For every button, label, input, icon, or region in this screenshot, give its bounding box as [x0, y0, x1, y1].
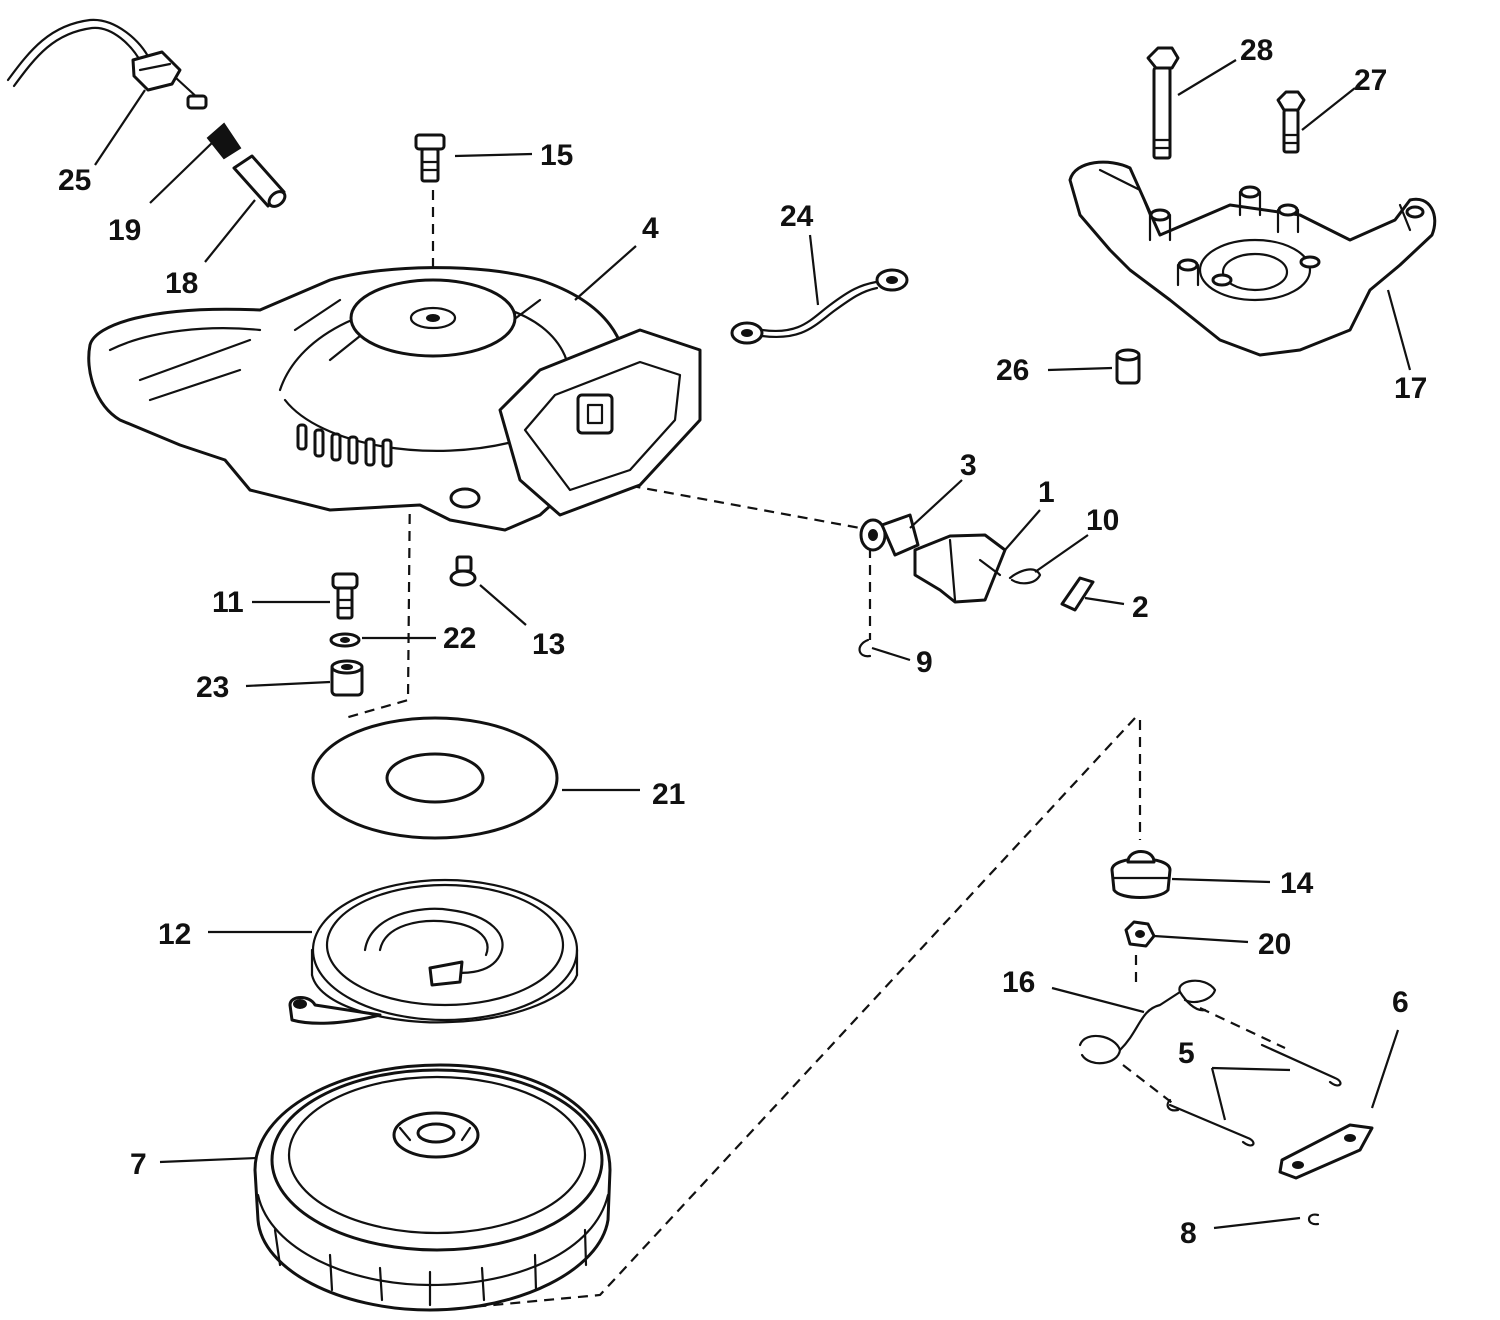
leader-lines [94, 59, 1412, 1230]
callout-9: 9 [916, 646, 933, 679]
callout-11: 11 [212, 586, 244, 619]
plate-part-2 [1060, 576, 1095, 612]
ground-wire-part-24 [730, 268, 909, 345]
rope-handle [498, 328, 702, 517]
callout-7: 7 [130, 1148, 147, 1181]
callout-27: 27 [1354, 64, 1387, 97]
plunger-part-18 [232, 154, 287, 208]
callout-28: 28 [1240, 34, 1273, 67]
callout-14: 14 [1280, 867, 1314, 900]
callout-26: 26 [996, 354, 1029, 387]
bolt-part-28 [1146, 46, 1180, 160]
screw-part-15 [414, 133, 446, 183]
callout-18: 18 [165, 267, 198, 300]
callout-25: 25 [58, 164, 91, 197]
callout-4: 4 [642, 212, 659, 245]
callout-3: 3 [960, 449, 977, 482]
dowel-part-26 [1115, 348, 1141, 385]
callout-15: 15 [540, 139, 573, 172]
callout-labels: 25 19 18 15 4 24 28 27 26 17 3 1 10 2 9 … [58, 34, 1427, 1250]
washer-part-22 [329, 632, 361, 648]
callout-23: 23 [196, 671, 229, 704]
pawl-part-6 [1278, 1123, 1374, 1180]
callout-2: 2 [1132, 591, 1149, 624]
callout-21: 21 [652, 778, 685, 811]
callout-5: 5 [1178, 1037, 1195, 1070]
callout-17: 17 [1394, 372, 1427, 405]
screw-part-13 [449, 555, 477, 587]
callout-12: 12 [158, 918, 191, 951]
callout-8: 8 [1180, 1217, 1197, 1250]
spring-part-19 [206, 122, 242, 160]
choke-cable-part-25 [6, 18, 208, 110]
bushing-part-23 [330, 659, 364, 697]
nut-part-20 [1124, 920, 1156, 948]
bolt-part-27 [1276, 90, 1306, 154]
cap-part-14 [1110, 850, 1172, 899]
pawl-spring-part-5 [1166, 1043, 1342, 1147]
pulley-part-7 [253, 1063, 612, 1312]
assembly-guide-lines [344, 190, 1286, 1312]
callout-22: 22 [443, 622, 476, 655]
callout-16: 16 [1002, 966, 1035, 999]
retaining-clip-part-9 [858, 638, 872, 658]
rewind-spring-part-12 [288, 878, 579, 1025]
callout-20: 20 [1258, 928, 1291, 961]
callout-6: 6 [1392, 986, 1409, 1019]
callout-10: 10 [1086, 504, 1119, 537]
callout-24: 24 [780, 200, 814, 233]
lockout-lever-part-3 [859, 513, 920, 557]
screw-part-11 [331, 572, 359, 620]
spring-clip-part-10 [1008, 568, 1042, 585]
lockout-slider-part-1 [913, 533, 1007, 604]
mounting-bracket-part-17 [1068, 160, 1437, 357]
housing-vent-slots [296, 423, 393, 468]
washer-plate-part-21 [311, 716, 559, 840]
spring-part-16 [1078, 979, 1217, 1065]
starter-housing-part-4 [87, 266, 627, 532]
callout-13: 13 [532, 628, 565, 661]
callout-19: 19 [108, 214, 141, 247]
callout-1: 1 [1038, 476, 1055, 509]
clip-part-8 [1307, 1213, 1320, 1226]
